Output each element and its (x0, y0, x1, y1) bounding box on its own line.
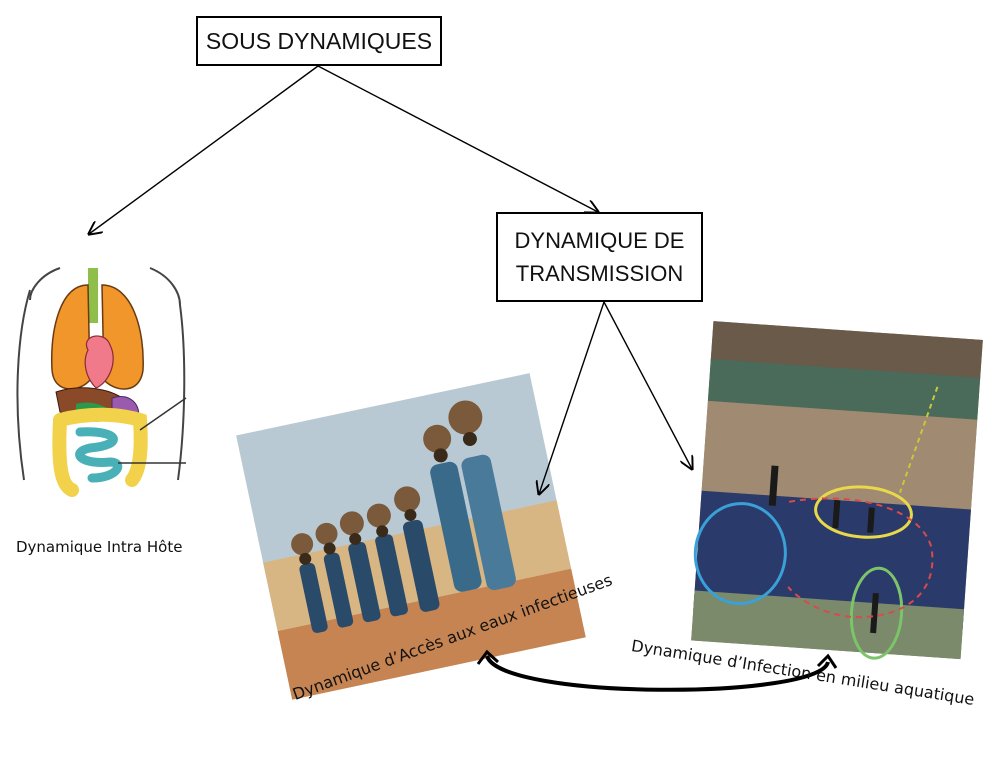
node-sous-dynamiques-label: SOUS DYNAMIQUES (205, 28, 433, 54)
caption-intra-hote: Dynamique Intra Hôte (16, 538, 183, 556)
photo-water-carriers (236, 373, 586, 700)
connector-arrows (89, 65, 692, 494)
arrow-root-to-transmission (317, 65, 598, 212)
arrow-transmission-to-acces (539, 301, 605, 494)
arrow-transmission-to-infection (603, 301, 692, 469)
cycle-arrow (476, 649, 838, 692)
node-sous-dynamiques: SOUS DYNAMIQUES (196, 16, 442, 66)
node-transmission-line2: TRANSMISSION (515, 261, 684, 286)
anatomy-illustration (16, 267, 187, 497)
node-transmission-line1: DYNAMIQUE DE (514, 228, 685, 253)
node-dynamique-transmission: DYNAMIQUE DE TRANSMISSION (496, 212, 703, 302)
arrow-root-to-intra (89, 65, 319, 234)
photo-pond (691, 321, 983, 660)
